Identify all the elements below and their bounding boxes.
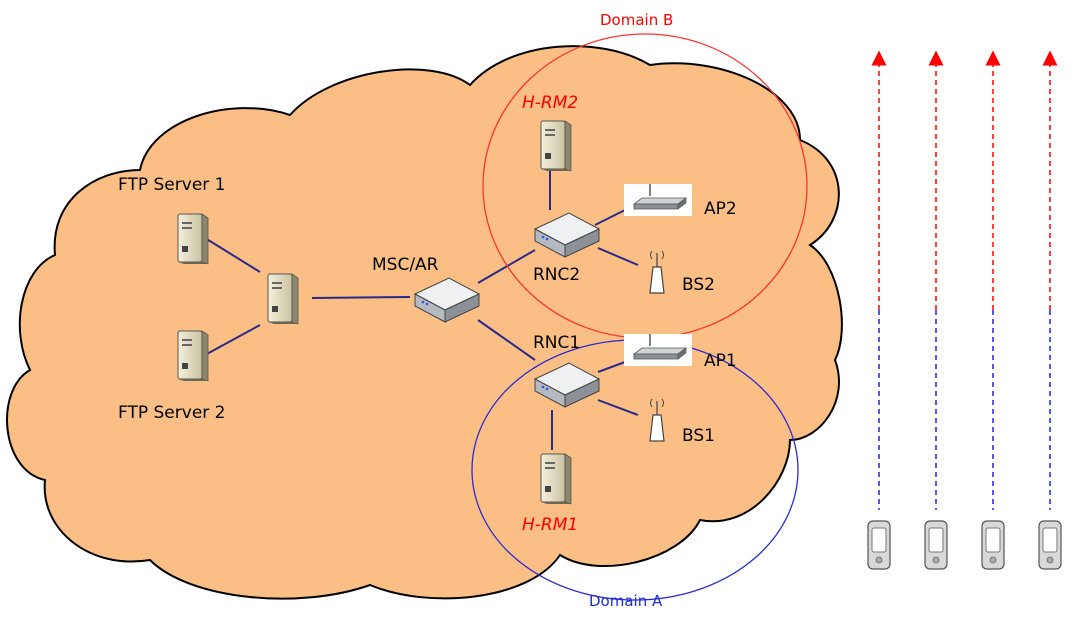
label-ftp-server-1: FTP Server 1 xyxy=(118,175,226,195)
label-domain-b: Domain B xyxy=(600,11,673,29)
network-links xyxy=(204,170,639,450)
label-h-rm2: H-RM2 xyxy=(522,93,578,113)
mobile-phone-icon xyxy=(1038,520,1062,570)
mobile-column-1 xyxy=(867,50,891,570)
label-domain-a: Domain A xyxy=(589,592,663,610)
link-msc-rnc2 xyxy=(477,249,536,284)
label-bs1: BS1 xyxy=(682,426,715,446)
link-rnc2-ap2 xyxy=(594,209,626,226)
link-rnc2-bs2 xyxy=(597,247,639,266)
mobile-column-3 xyxy=(981,50,1005,570)
label-rnc1: RNC1 xyxy=(533,333,580,353)
label-msc-ar: MSC/AR xyxy=(372,255,439,275)
mobile-phone-icon xyxy=(924,520,948,570)
mobile-phone-icon xyxy=(867,520,891,570)
link-rnc1-bs1 xyxy=(597,399,639,416)
link-msc-rnc1 xyxy=(477,319,536,361)
label-ftp-server-2: FTP Server 2 xyxy=(118,403,226,423)
ftp-server-1-icon xyxy=(177,213,209,265)
label-h-rm1: H-RM1 xyxy=(522,515,578,535)
mobile-phone-icon xyxy=(981,520,1005,570)
label-rnc2: RNC2 xyxy=(533,265,580,285)
link-ftp2-hub xyxy=(204,324,261,356)
h-rm1-server-icon xyxy=(540,453,572,505)
ap2-icon xyxy=(623,183,693,217)
label-ap1: AP1 xyxy=(704,351,737,371)
mobile-column-2 xyxy=(924,50,948,570)
mobile-terminals xyxy=(867,50,1062,570)
link-ftp1-hub xyxy=(204,237,261,273)
gateway-server-icon xyxy=(267,273,299,325)
h-rm2-server-icon xyxy=(540,120,572,172)
ap1-icon xyxy=(623,333,693,367)
link-hub-msc xyxy=(311,296,411,299)
mobile-column-4 xyxy=(1038,50,1062,570)
label-ap2: AP2 xyxy=(704,199,737,219)
ftp-server-2-icon xyxy=(177,330,209,382)
link-rnc1-ap1 xyxy=(597,361,626,373)
label-bs2: BS2 xyxy=(682,275,715,295)
